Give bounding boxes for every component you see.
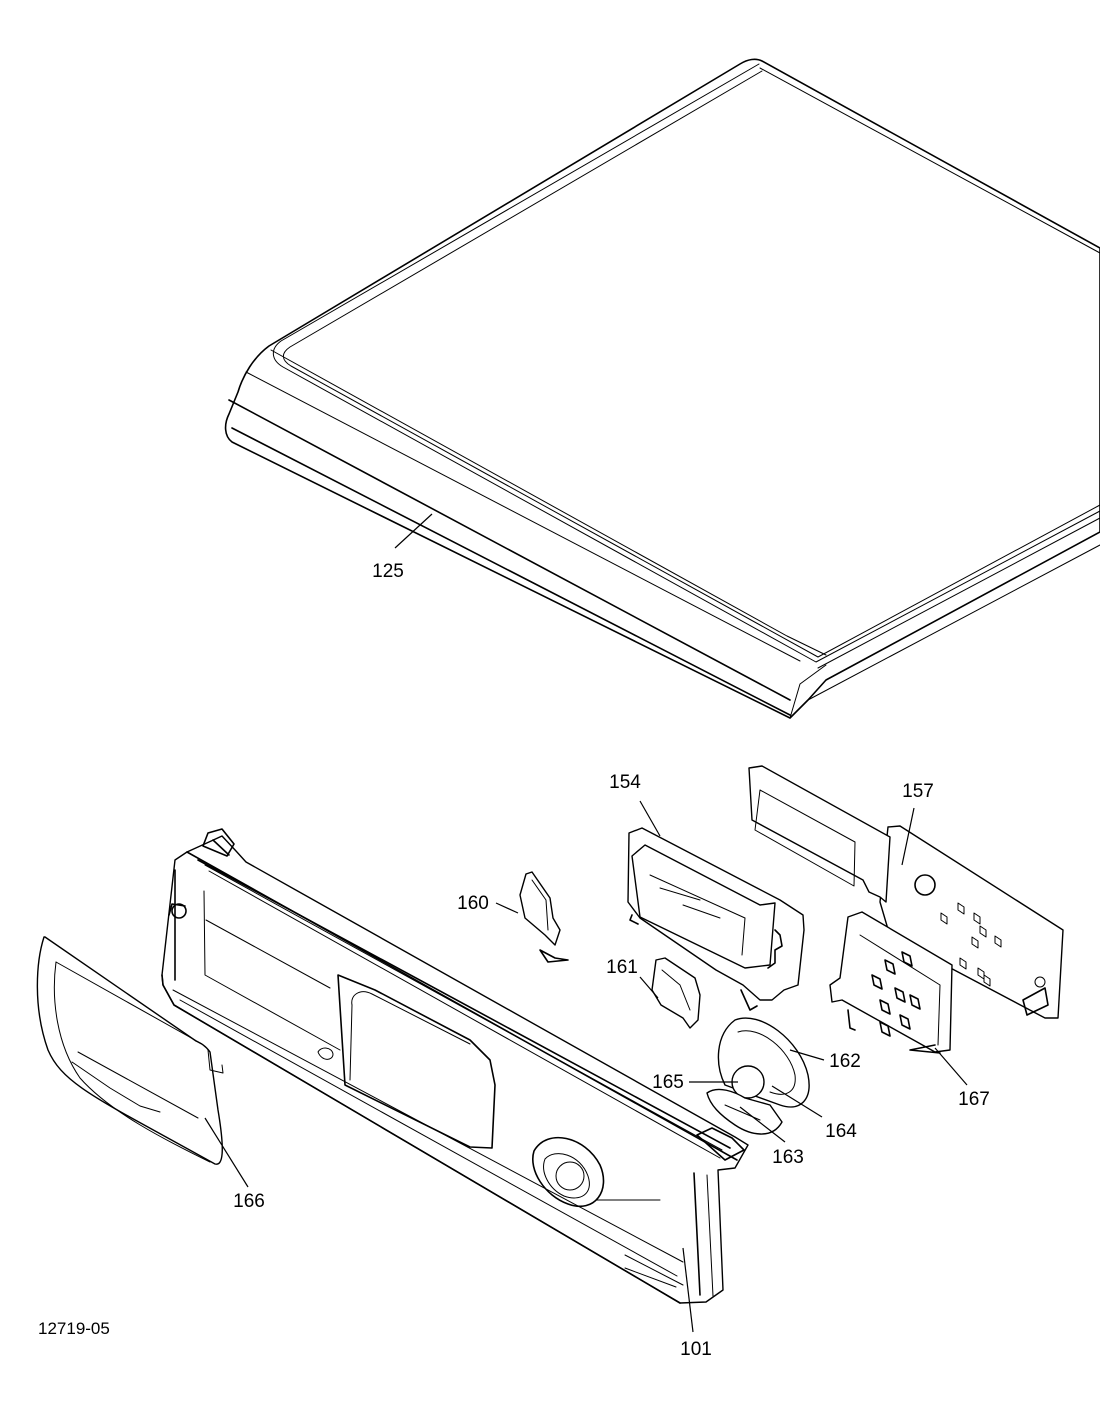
callout-160: 160 — [457, 893, 489, 914]
part-161-clip — [651, 957, 701, 1029]
callout-163: 163 — [772, 1147, 804, 1168]
callout-154: 154 — [609, 772, 641, 793]
part-160-clip — [519, 871, 569, 963]
figure-id: 12719-05 — [38, 1319, 110, 1338]
callout-157: 157 — [902, 781, 934, 802]
part-166-end-cap — [36, 936, 224, 1165]
part-101-control-panel — [161, 828, 749, 1304]
leader-lines — [204, 513, 968, 1333]
callout-165: 165 — [652, 1072, 684, 1093]
part-167-bracket — [829, 911, 953, 1054]
part-125-top-cover — [224, 58, 1100, 719]
callout-166: 166 — [233, 1191, 265, 1212]
callout-162: 162 — [829, 1051, 861, 1072]
part-157-control-board — [748, 765, 1064, 1019]
callout-161: 161 — [606, 957, 638, 978]
callout-125: 125 — [372, 561, 404, 582]
part-154-display-housing — [627, 827, 805, 1011]
callout-164: 164 — [825, 1121, 857, 1142]
callout-101: 101 — [680, 1339, 712, 1360]
callout-167: 167 — [958, 1089, 990, 1110]
